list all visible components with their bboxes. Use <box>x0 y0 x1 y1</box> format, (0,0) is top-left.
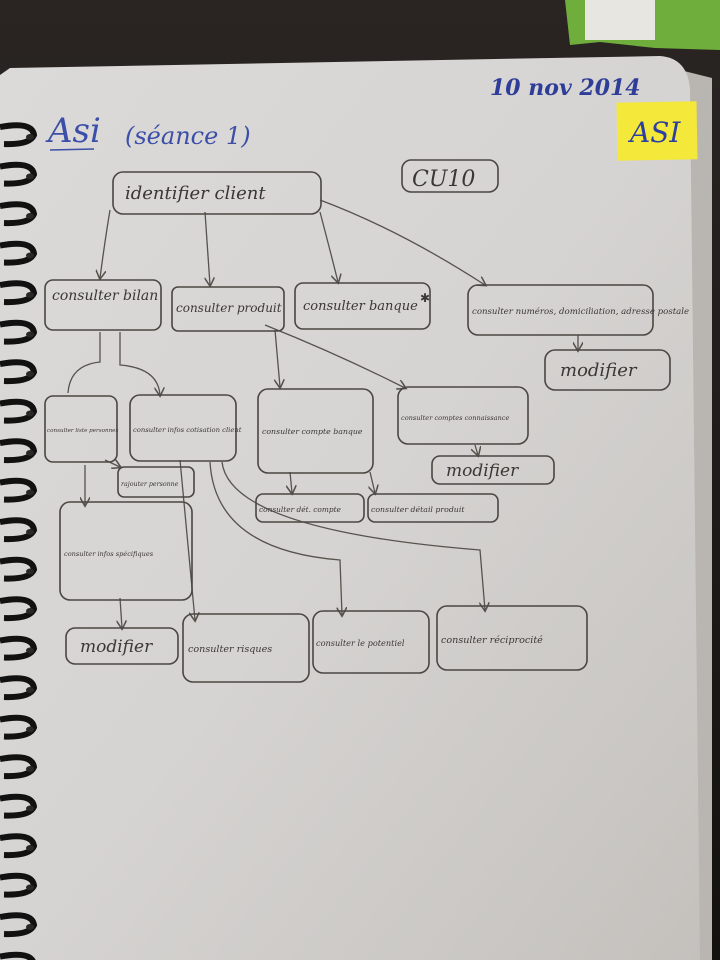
node-root: identifier client <box>125 183 266 204</box>
spiral-ring <box>0 201 38 227</box>
node-bilan-line: consulter bilan <box>52 288 158 304</box>
spiral-ring <box>0 833 38 859</box>
node-box-modif2 <box>431 455 555 485</box>
spiral-hole <box>26 252 34 259</box>
cu10-badge <box>401 159 499 193</box>
spiral-hole <box>26 568 34 575</box>
node-box-numeros <box>467 284 654 336</box>
spiral-hole <box>26 410 34 417</box>
node-potentiel: consulter le potentiel <box>316 638 405 648</box>
page-title: Asi <box>45 111 101 151</box>
node-box-specifiques <box>59 501 193 601</box>
spiral-hole <box>26 331 34 338</box>
spiral-ring <box>0 240 38 266</box>
spiral-ring <box>0 635 38 661</box>
node-box-risques <box>182 613 310 683</box>
diagram-labels: identifier client consulter bilan consul… <box>47 183 689 657</box>
node-modif3: modifier <box>80 637 153 657</box>
spiral-ring <box>0 398 38 424</box>
node-specifiques: consulter infos spécifiques <box>64 550 154 558</box>
spiral-hole <box>26 529 34 535</box>
spiral-hole <box>26 726 34 733</box>
node-box-det-compte <box>255 493 365 523</box>
node-modif2: modifier <box>446 461 519 481</box>
spiral-hole <box>26 371 34 377</box>
spiral-hole <box>26 489 34 496</box>
spiral-ring <box>0 280 38 306</box>
spiral-hole <box>26 924 34 930</box>
spiral-ring <box>0 793 38 819</box>
spiral-ring <box>0 477 38 503</box>
spiral-ring <box>0 438 38 464</box>
node-produit: consulter produit <box>176 301 282 315</box>
spiral-ring <box>0 951 36 960</box>
spiral-ring <box>0 912 38 938</box>
spiral-binding <box>0 122 38 960</box>
node-rajouter: rajouter personne <box>121 481 179 488</box>
node-box-compte-banque <box>257 388 374 474</box>
star-mark-icon: ✱ <box>420 291 430 305</box>
node-box-reciprocite <box>436 605 588 671</box>
spiral-hole <box>26 805 34 812</box>
node-detail-produit: consulter détail produit <box>371 505 465 514</box>
node-cotisation: consulter infos cotisation client <box>133 426 242 434</box>
node-box-comptes-connaissance <box>397 386 529 445</box>
node-bilan: consulter bilan <box>52 288 158 304</box>
sticky-note <box>616 101 698 161</box>
spiral-ring <box>0 517 38 543</box>
node-liste: consulter liste personnes <box>47 428 118 434</box>
title-underline <box>49 148 95 151</box>
node-comptes-connaissance: consulter comptes connaissance <box>401 414 509 422</box>
spiral-hole <box>26 292 34 298</box>
node-compte-banque: consulter compte banque <box>262 427 363 436</box>
node-box-liste <box>44 395 118 463</box>
spiral-hole <box>26 134 34 140</box>
node-box-modif3 <box>65 627 179 665</box>
spiral-ring <box>0 161 38 187</box>
spiral-hole <box>26 845 34 851</box>
spiral-ring <box>0 675 38 701</box>
node-box-banque <box>294 282 431 330</box>
diagram-arrows <box>67 199 578 628</box>
sticky-note-label: ASI <box>627 116 681 149</box>
node-box-potentiel <box>312 610 430 674</box>
node-numeros: consulter numéros, domiciliation, adress… <box>472 306 689 317</box>
spiral-ring <box>0 754 38 780</box>
spiral-hole <box>26 766 34 772</box>
node-box-cotisation <box>129 394 237 462</box>
spiral-ring <box>0 596 38 622</box>
spiral-hole <box>26 647 34 654</box>
node-box-bilan <box>44 279 162 331</box>
spiral-hole <box>26 608 34 614</box>
session-label: (séance 1) <box>125 122 251 150</box>
date-label: 10 nov 2014 <box>490 75 641 101</box>
spiral-ring <box>0 122 38 148</box>
node-box-root <box>112 171 322 215</box>
node-box-produit <box>171 286 285 332</box>
node-banque: consulter banque <box>303 299 418 314</box>
node-box-detail-produit <box>367 493 499 523</box>
diagram-boxes <box>44 171 671 683</box>
spiral-hole <box>26 884 34 891</box>
white-paper-stack <box>585 0 655 40</box>
node-det-compte: consulter dét. compte <box>259 505 342 514</box>
notebook-page <box>0 56 700 960</box>
spiral-hole <box>26 450 34 456</box>
cu10-badge-label: CU10 <box>412 167 475 192</box>
node-risques: consulter risques <box>188 644 272 655</box>
node-modif1: modifier <box>560 360 638 381</box>
spiral-hole <box>26 687 34 693</box>
spiral-ring <box>0 556 38 582</box>
spiral-hole <box>26 173 34 180</box>
node-box-modif1 <box>544 349 671 391</box>
spiral-ring <box>0 714 38 740</box>
spiral-ring <box>0 359 38 385</box>
spiral-ring <box>0 872 38 898</box>
spiral-ring <box>0 319 38 345</box>
node-reciprocite: consulter réciprocité <box>441 635 543 646</box>
spiral-hole <box>26 213 34 219</box>
node-box-rajouter <box>117 466 195 498</box>
